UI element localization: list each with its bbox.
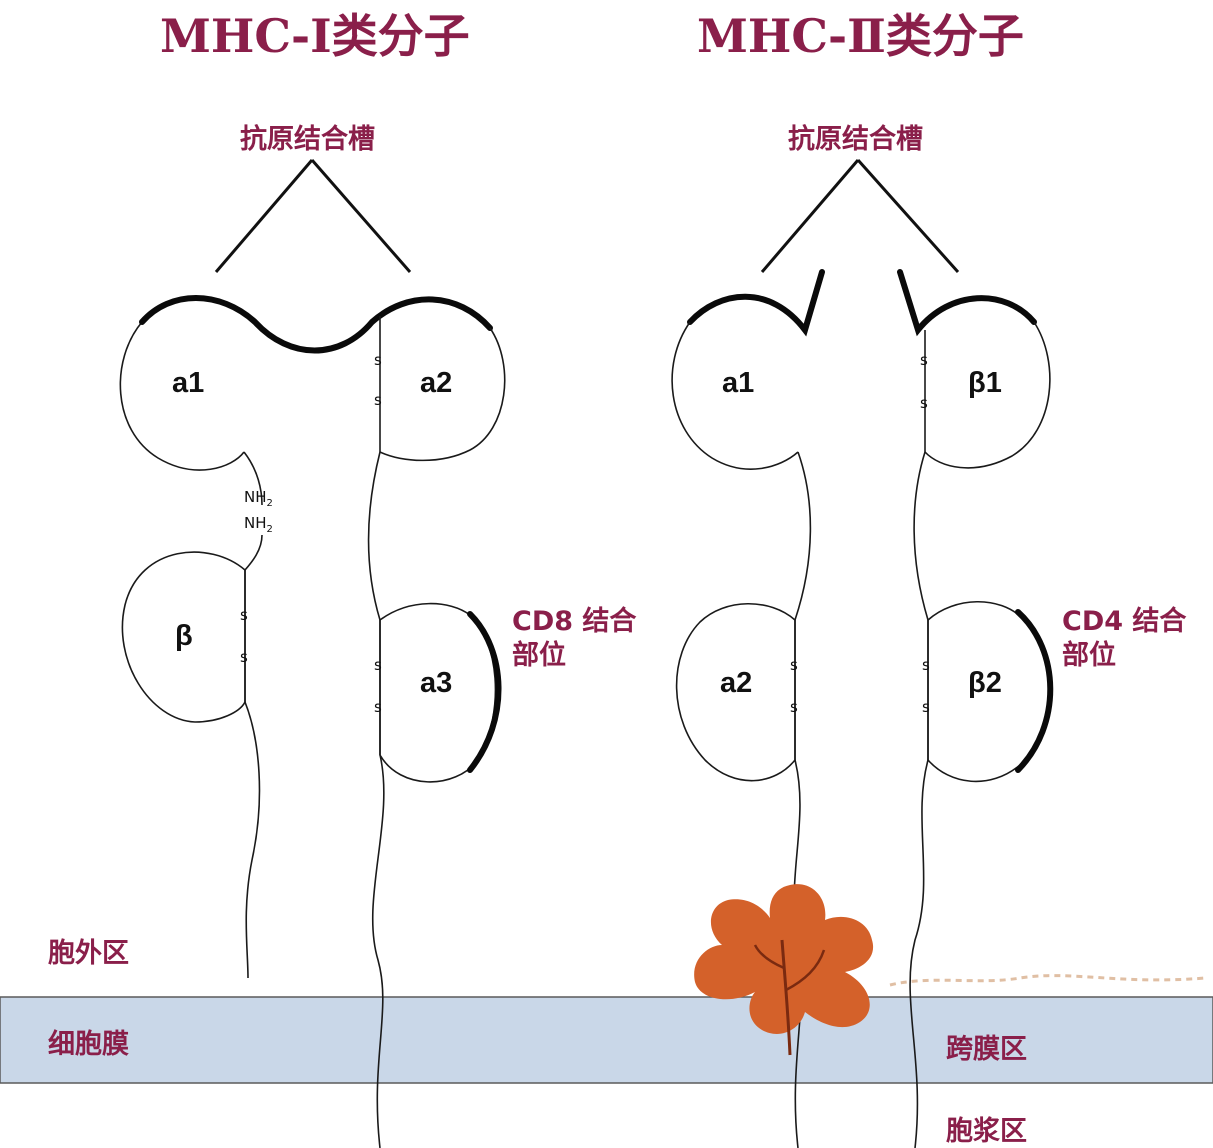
mhc1-nh2-top: NH2	[244, 488, 273, 509]
mhc2-groove-label: 抗原结合槽	[788, 123, 923, 155]
mhc1-nh2-bottom: NH2	[244, 514, 273, 535]
mhc1-cd8-site	[467, 611, 502, 773]
mhc1-a3-disulfide-2: s	[374, 698, 382, 716]
mhc1-alpha-tail	[371, 754, 385, 1148]
mhc2-b1-domain	[924, 321, 1051, 469]
mhc1-title: MHC-Ⅰ类分子	[160, 9, 470, 63]
mhc2-a2-disulfide-2: s	[790, 698, 798, 716]
cd8-site-label-line1: CD8 结合	[512, 605, 636, 637]
mhc1-molecule: a1 a2 a3 β NH2 NH2 s s s s s s	[119, 295, 506, 1148]
membrane-label: 细胞膜	[48, 1028, 129, 1060]
mhc1-beta-tail	[244, 701, 261, 979]
mhc1-groove-label: 抗原结合槽	[240, 123, 375, 155]
mhc1-beta-disulfide-2: s	[240, 648, 248, 666]
mhc1-binding-groove	[139, 295, 493, 354]
mhc1-beta-label: β	[175, 620, 193, 652]
mhc1-linker	[243, 451, 263, 506]
mhc2-b1-disulfide-1: s	[920, 351, 928, 369]
mhc2-b1-disulfide-2: s	[920, 394, 928, 412]
mhc1-a1-domain	[119, 321, 245, 471]
mhc2-a2-label: a2	[720, 667, 752, 699]
mhc2-b2-disulfide-2: s	[922, 698, 930, 716]
mhc2-b2-label: β2	[968, 667, 1002, 699]
mhc1-a3-disulfide-1: s	[374, 656, 382, 674]
mhc2-a1-groove-wall	[687, 269, 825, 337]
cytoplasmic-label: 胞浆区	[945, 1115, 1027, 1147]
cd8-site-label-line2: 部位	[512, 639, 566, 671]
mhc2-cd4-site	[1015, 609, 1054, 773]
mhc2-title: MHC-Ⅱ类分子	[697, 9, 1024, 63]
mhc1-beta-domain	[121, 551, 246, 723]
decorative-streak	[889, 974, 1206, 987]
mhc2-beta-tail	[909, 759, 929, 1148]
mhc2-b1-label: β1	[968, 367, 1002, 399]
mhc1-a3-label: a3	[420, 667, 452, 699]
transmembrane-label: 跨膜区	[946, 1034, 1027, 1065]
cd4-site-label-line1: CD4 结合	[1062, 605, 1186, 637]
cell-membrane-band	[0, 996, 1213, 1084]
mhc2-groove-pointer	[760, 159, 960, 273]
mhc1-a1-label: a1	[172, 367, 204, 399]
mhc2-a2-disulfide-1: s	[790, 656, 798, 674]
cd4-site-label-line2: 部位	[1062, 639, 1116, 671]
mhc2-b1-groove-wall	[897, 269, 1037, 337]
mhc1-a2-label: a2	[420, 367, 452, 399]
mhc2-a1-domain	[671, 321, 799, 470]
mhc1-groove-pointer	[214, 159, 412, 273]
mhc2-a2-domain	[675, 603, 796, 782]
mhc1-a3-domain	[379, 602, 497, 783]
extracellular-label: 胞外区	[47, 938, 129, 969]
mhc2-b2-disulfide-1: s	[922, 656, 930, 674]
mhc2-a1-label: a1	[722, 367, 754, 399]
leaf-decoration-icon	[694, 884, 874, 1056]
mhc1-a2-domain	[379, 327, 506, 462]
mhc2-molecule: a1 β1 a2 β2 s s s s s s	[671, 269, 1054, 1148]
mhc1-beta-disulfide-1: s	[240, 606, 248, 624]
mhc1-a2-disulfide-2: s	[374, 391, 382, 409]
mhc1-a2-disulfide-1: s	[374, 351, 382, 369]
